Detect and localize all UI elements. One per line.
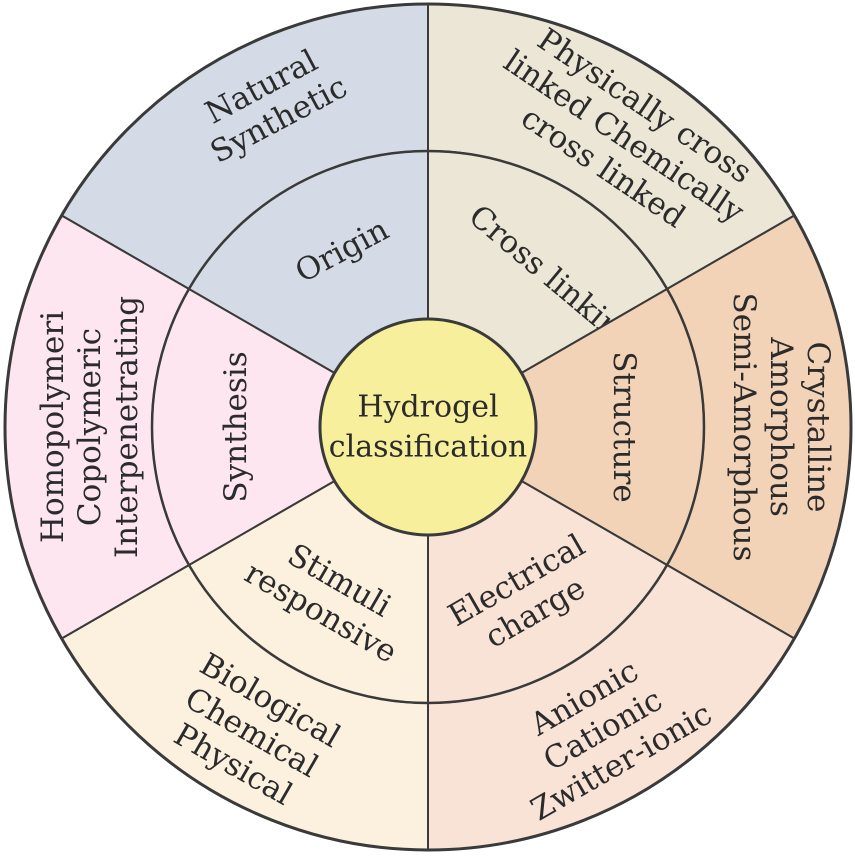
items-structure-line: Amorphous: [763, 336, 799, 517]
items-structure-line: Semi-Amorphous: [726, 293, 762, 562]
category-label-synthesis: Synthesis: [218, 351, 254, 502]
items-structure-line: Crystalline: [800, 342, 836, 513]
items-synthesis-line: Interpenetrating: [109, 296, 145, 558]
center-title-line: classification: [329, 430, 527, 465]
items-synthesis-line: Homopolymeri: [35, 311, 71, 543]
category-structure: Structure: [606, 351, 642, 502]
outer-border: [3, 2, 853, 852]
center-hub: Hydrogel classification: [318, 317, 538, 537]
category-synthesis: Synthesis: [218, 351, 254, 502]
category-label-structure: Structure: [606, 351, 642, 502]
center-title-line: Hydrogel: [357, 390, 498, 425]
inner-border: [150, 149, 706, 705]
items-synthesis-line: Copolymeric: [72, 328, 108, 526]
center-circle: [318, 317, 538, 537]
